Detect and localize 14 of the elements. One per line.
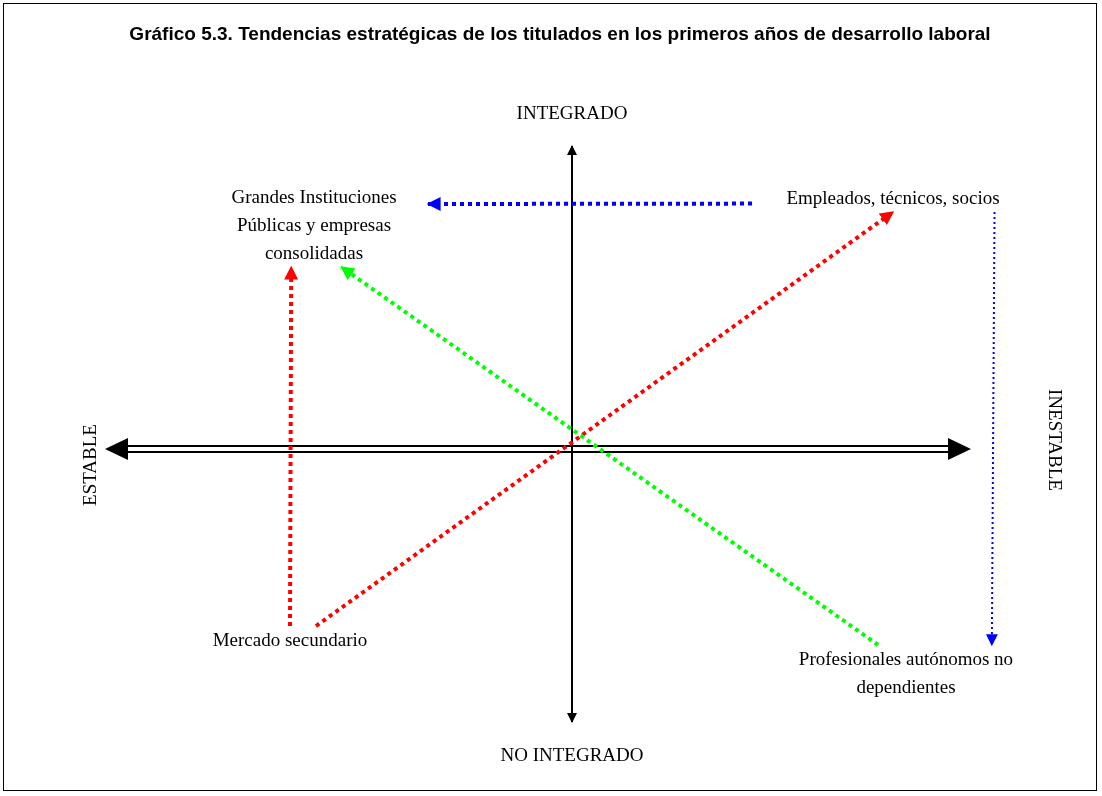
dotted-arrow xyxy=(985,211,998,647)
dotted-arrow xyxy=(314,210,895,628)
chart-title: Gráfico 5.3. Tendencias estratégicas de los titulados en los primeros años de desarrollo laboral xyxy=(128,22,992,46)
axis-label: NO INTEGRADO xyxy=(500,744,644,766)
category-label: Grandes Instituciones Públicas y empresas consolidadas xyxy=(230,185,398,265)
axis-label: INESTABLE xyxy=(1044,389,1066,491)
axis-label: INTEGRADO xyxy=(516,102,628,124)
dotted-arrow xyxy=(284,265,299,626)
axis-label: ESTABLE xyxy=(79,424,101,506)
dotted-arrow xyxy=(340,265,880,647)
category-label: Empleados, técnicos, socios xyxy=(785,186,1001,210)
dotted-arrow xyxy=(426,197,752,211)
category-label: Mercado secundario xyxy=(211,628,369,652)
category-label: Profesionales autónomos no dependientes xyxy=(797,647,1015,699)
